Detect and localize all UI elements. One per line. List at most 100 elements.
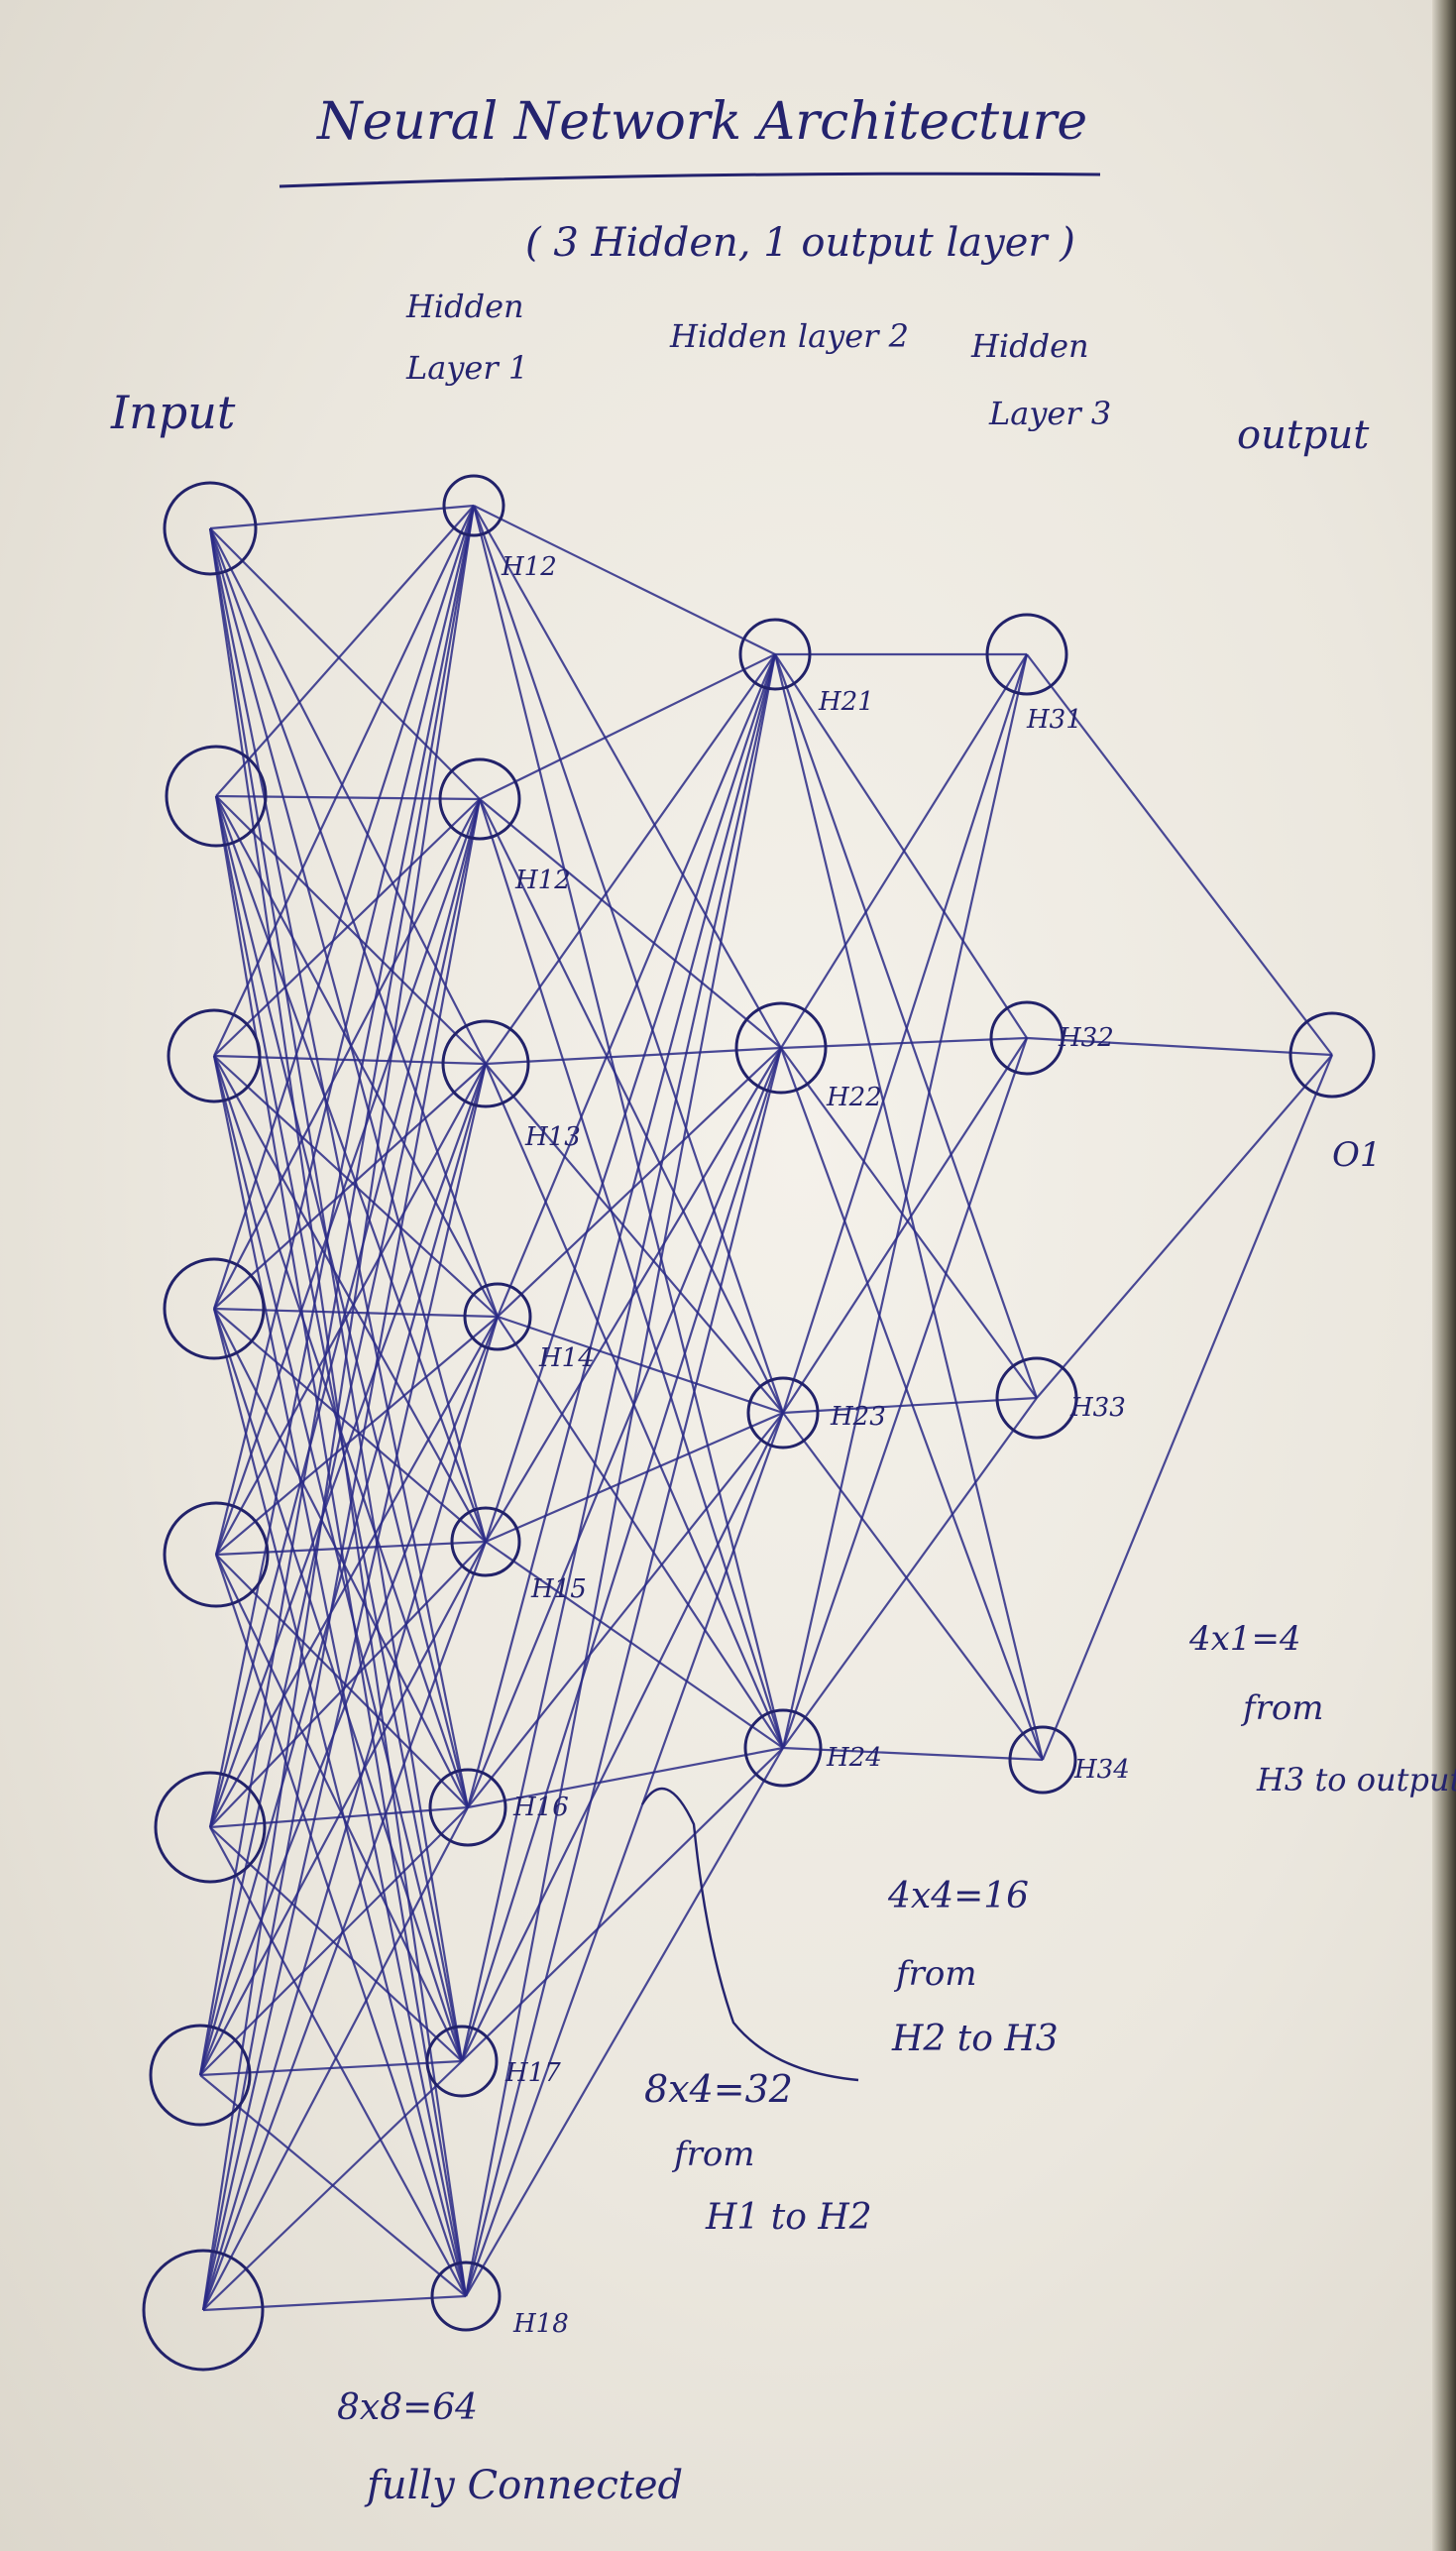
edge-l0-4-to-l1-8 — [212, 1308, 468, 2297]
layer-header-hidden-2: Hidden layer 2 — [669, 317, 909, 355]
neuron-label-h12-2: H12 — [514, 866, 571, 895]
annotation-input-h1-count: 8x8=64 — [337, 2387, 478, 2428]
neuron-layer1-node3 — [441, 1019, 530, 1108]
layer-header-input: Input — [110, 386, 236, 439]
layer-headers: Input Hidden Layer 1 Hidden layer 2 Hidd… — [110, 288, 1370, 458]
edge-l0-6-to-l1-2 — [208, 798, 482, 1828]
neuron-layer0-node1 — [163, 481, 258, 576]
edge-l1-8-to-l2-4 — [465, 1747, 784, 2297]
edge-l2-4-to-l3-2 — [781, 1037, 1029, 1749]
neuron-layer2-node3 — [746, 1376, 820, 1449]
edge-l0-4-to-l1-1 — [212, 505, 476, 1310]
neuron-layer2-node1 — [738, 618, 812, 691]
edge-l1-7-to-l2-1 — [460, 653, 777, 2062]
edge-l0-2-to-l1-3 — [215, 795, 487, 1065]
edge-l0-7-to-l1-1 — [198, 505, 476, 2076]
edge-l0-3-to-l1-2 — [213, 798, 481, 1057]
edge-l0-6-to-l1-7 — [209, 1826, 463, 2062]
neuron-layer2-node2 — [734, 1001, 828, 1095]
neuron-layer1-node8 — [430, 2261, 502, 2332]
edge-l0-1-to-l1-2 — [209, 527, 481, 800]
neuron-label-h23-3: H23 — [830, 1402, 886, 1432]
edge-l2-2-to-l3-4 — [779, 1047, 1045, 1761]
neuron-layer3-node2 — [989, 1000, 1064, 1076]
edge-l3-2-to-l4-1 — [1026, 1036, 1333, 1057]
edge-l2-3-to-l3-1 — [781, 653, 1029, 1414]
annotation-h1-h2-from: from — [671, 2135, 755, 2174]
connection-lines — [198, 504, 1334, 2312]
diagram-title: Neural Network Architecture — [315, 92, 1087, 152]
edge-l0-1-to-l1-4 — [208, 527, 500, 1318]
neuron-label-h34-4: H34 — [1073, 1755, 1130, 1785]
edge-l1-1-to-l2-3 — [472, 505, 785, 1414]
annotation-h1-h2-arrow — [640, 1787, 859, 2082]
edge-l1-4-to-l2-1 — [496, 653, 777, 1318]
edge-l1-5-to-l2-4 — [485, 1541, 784, 1749]
neuron-label-h18-8: H18 — [512, 2309, 569, 2339]
annotation-h2-h3-route: H2 to H3 — [891, 2019, 1059, 2059]
neuron-layer0-node5 — [163, 1501, 270, 1608]
edge-l2-2-to-l3-2 — [780, 1036, 1028, 1050]
edge-l0-8-to-l1-5 — [201, 1541, 488, 2311]
edge-l0-7-to-l1-4 — [198, 1316, 500, 2076]
edge-l0-8-to-l1-4 — [201, 1316, 500, 2311]
neuron-label-h31-1: H31 — [1026, 705, 1082, 735]
edge-l1-1-to-l2-1 — [473, 505, 776, 655]
edge-l1-6-to-l2-3 — [467, 1412, 784, 1808]
edge-l0-8-to-l1-3 — [201, 1063, 488, 2311]
layer-header-hidden-1: Hidden Layer 1 — [405, 288, 534, 387]
neuron-label-h12-1: H12 — [501, 552, 557, 582]
annotation-h3-output-count: 4x1=4 — [1188, 1619, 1301, 1659]
edge-l1-5-to-l2-3 — [485, 1411, 784, 1544]
neuron-layer3-node4 — [1008, 1725, 1077, 1795]
edge-l0-1-to-l1-5 — [208, 527, 488, 1543]
edge-l0-1-to-l1-6 — [208, 527, 470, 1808]
edge-l2-4-to-l3-3 — [782, 1397, 1038, 1749]
edge-l1-5-to-l2-1 — [484, 653, 777, 1543]
edge-l0-5-to-l1-4 — [215, 1316, 499, 1556]
edge-l0-5-to-l1-2 — [214, 798, 482, 1556]
edge-l1-7-to-l2-3 — [461, 1412, 784, 2062]
annotation-h3-output: 4x1=4 from H3 to output — [1188, 1619, 1456, 1798]
neuron-layer0-node3 — [167, 1008, 262, 1103]
edge-l0-8-to-l1-6 — [202, 1806, 469, 2311]
edge-l0-3-to-l1-8 — [212, 1055, 468, 2297]
edge-l0-5-to-l1-3 — [215, 1063, 487, 1556]
neuron-label-o1-1: O1 — [1332, 1135, 1382, 1175]
edge-l1-8-to-l2-1 — [464, 653, 777, 2297]
edge-l0-5-to-l1-7 — [215, 1554, 463, 2062]
edge-l0-4-to-l1-4 — [213, 1307, 499, 1319]
neuron-layer1-node2 — [438, 757, 521, 841]
annotation-h2-h3: 4x4=16 from H2 to H3 — [887, 1876, 1059, 2059]
neuron-label-h22-2: H22 — [826, 1083, 882, 1112]
edge-l0-4-to-l1-7 — [212, 1308, 464, 2062]
edge-l1-2-to-l2-3 — [479, 798, 784, 1414]
diagram-subtitle: ( 3 Hidden, 1 output layer ) — [525, 220, 1075, 266]
neuron-layer0-node7 — [149, 2024, 252, 2127]
annotation-input-h1-desc: fully Connected — [364, 2463, 683, 2508]
neuron-layer0-node4 — [163, 1257, 266, 1360]
edge-l0-2-to-l1-6 — [214, 795, 470, 1808]
neuron-layer1-node7 — [425, 2025, 499, 2098]
edge-l0-4-to-l1-2 — [213, 798, 481, 1310]
edge-l0-3-to-l1-7 — [212, 1055, 464, 2062]
edge-l1-1-to-l2-2 — [473, 505, 782, 1049]
edge-l0-7-to-l1-3 — [198, 1063, 488, 2076]
edge-l0-2-to-l1-1 — [215, 505, 475, 797]
neuron-layer0-node8 — [142, 2249, 265, 2372]
edge-l1-3-to-l2-1 — [485, 653, 776, 1065]
edge-l0-6-to-l1-5 — [209, 1541, 487, 1828]
edge-l1-8-to-l2-3 — [464, 1412, 785, 2297]
edge-l2-3-to-l3-2 — [782, 1037, 1028, 1414]
edge-l1-3-to-l2-3 — [485, 1063, 784, 1414]
neuron-layer1-node4 — [463, 1282, 532, 1351]
annotation-input-h1: 8x8=64 fully Connected — [337, 2387, 683, 2508]
edge-l0-1-to-l1-1 — [209, 504, 475, 530]
neuron-layer1-node6 — [428, 1768, 507, 1847]
edge-l1-2-to-l2-4 — [478, 798, 785, 1749]
edge-l0-2-to-l1-4 — [215, 795, 499, 1318]
edge-l1-2-to-l2-2 — [479, 798, 782, 1049]
edge-l1-7-to-l2-2 — [460, 1047, 783, 2062]
edge-l1-4-to-l2-2 — [497, 1047, 782, 1318]
